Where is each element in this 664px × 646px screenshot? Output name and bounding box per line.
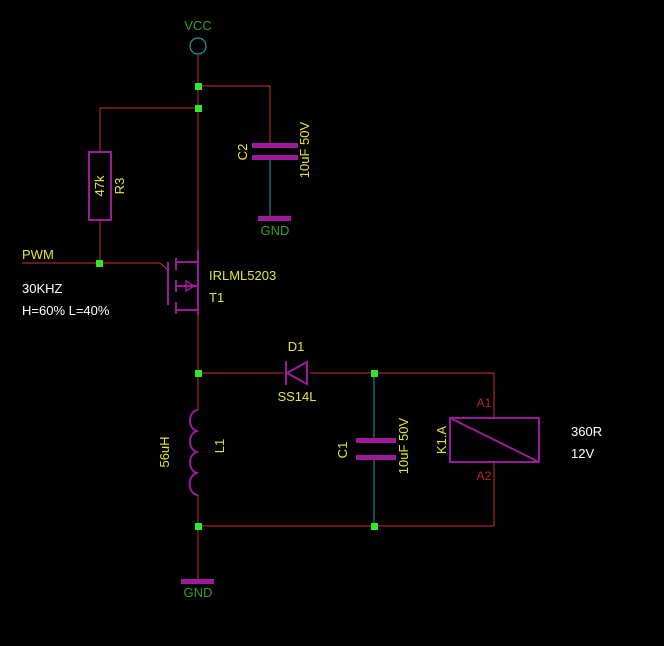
gnd-c2-label: GND: [261, 223, 290, 238]
gnd-symbol-c2: GND: [258, 216, 291, 238]
r3-ref: R3: [112, 178, 127, 195]
note-frequency: 30KHZ: [22, 281, 63, 296]
d1-value: SS14L: [277, 389, 316, 404]
inductor-l1[interactable]: 56uH L1: [157, 409, 227, 496]
vcc-label: VCC: [184, 18, 211, 33]
wires: [22, 55, 495, 580]
t1-value: IRLML5203: [209, 268, 276, 283]
capacitor-c1[interactable]: C1 10uF 50V: [335, 417, 411, 474]
capacitor-c2[interactable]: C2 10uF 50V: [235, 121, 312, 178]
r3-value: 47k: [92, 175, 107, 196]
t1-arrow: [185, 279, 196, 293]
c1-value: 10uF 50V: [396, 417, 411, 474]
k1-voltage: 12V: [571, 446, 594, 461]
wire-gate-drop: [159, 262, 169, 271]
junction-r3-top: [195, 105, 202, 112]
l1-ref: L1: [212, 439, 227, 453]
junction-gnd-left: [195, 523, 202, 530]
c1-plate-top: [356, 438, 396, 443]
k1-resistance: 360R: [571, 424, 602, 439]
relay-k1[interactable]: K1.A A1 A2 360R 12V: [434, 396, 602, 483]
k1-coil-box: [449, 417, 540, 463]
junction-vcc: [195, 83, 202, 90]
teal-wires: [269, 160, 375, 526]
c2-value: 10uF 50V: [297, 121, 312, 178]
vcc-symbol: VCC: [184, 18, 212, 55]
c2-plate-bottom: [252, 155, 298, 160]
l1-coil: [188, 409, 199, 496]
junctions: [96, 83, 378, 530]
junction-drain: [195, 370, 202, 377]
k1-coil-diagonal: [449, 417, 540, 463]
junction-gnd-c1: [371, 523, 378, 530]
note-duty-cycle: H=60% L=40%: [22, 303, 110, 318]
k1-pin-a1: A1: [477, 396, 492, 410]
diode-d1[interactable]: D1 SS14L: [277, 339, 316, 404]
c2-plate-top: [252, 143, 298, 148]
c1-plate-bottom: [356, 455, 396, 460]
t1-ref: T1: [209, 290, 224, 305]
mosfet-t1[interactable]: IRLML5203 T1: [167, 250, 276, 315]
d1-ref: D1: [288, 339, 305, 354]
c2-ref: C2: [235, 144, 250, 161]
k1-ref: K1.A: [434, 426, 449, 455]
k1-pin-a2: A2: [477, 469, 492, 483]
gnd-bottom-label: GND: [184, 585, 213, 600]
gnd-symbol-bottom: GND: [181, 579, 214, 600]
r3-body: [88, 151, 112, 221]
c1-ref: C1: [335, 442, 350, 459]
d1-triangle: [284, 360, 308, 386]
l1-value: 56uH: [157, 436, 172, 467]
junction-c1-top: [371, 370, 378, 377]
pwm-label: PWM: [22, 247, 54, 262]
junction-pwm: [96, 260, 103, 267]
resistor-r3[interactable]: 47k R3: [88, 151, 127, 221]
